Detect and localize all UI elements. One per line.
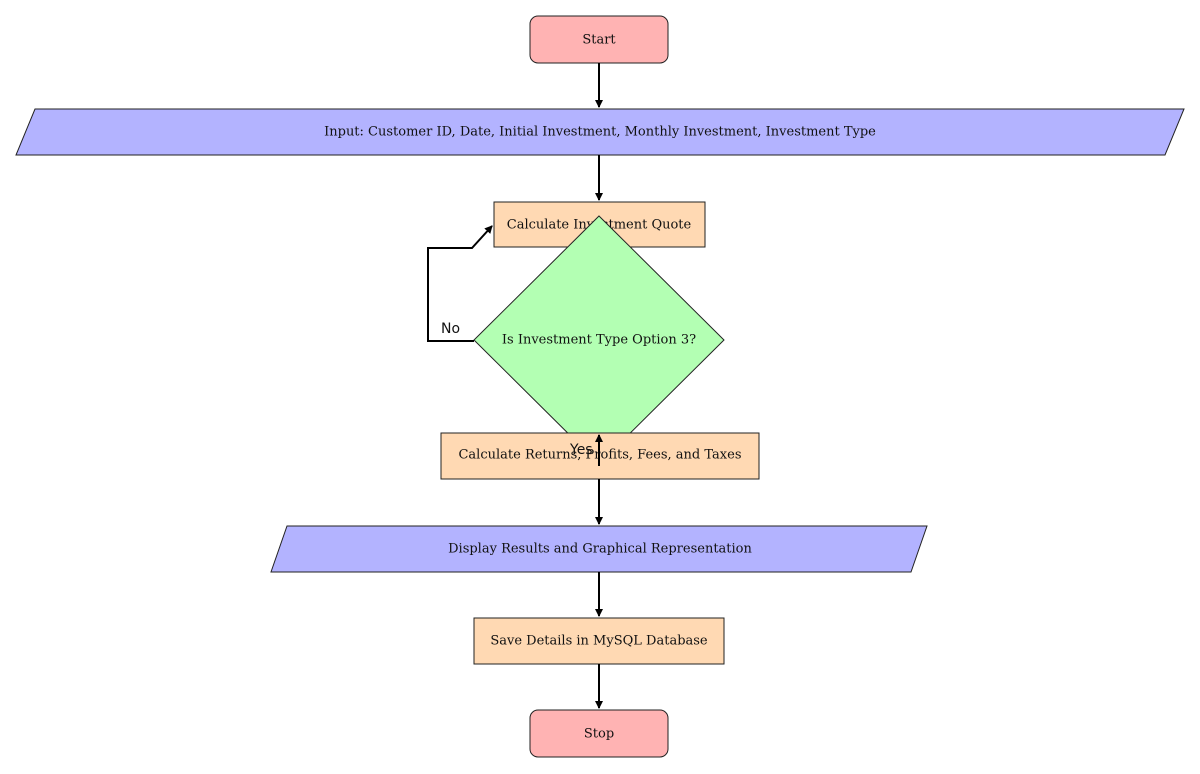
- display-node: Display Results and Graphical Representa…: [270, 525, 928, 573]
- stop-node: Stop: [529, 709, 669, 758]
- no-label: No: [441, 321, 460, 337]
- decision-label: Is Investment Type Option 3?: [502, 333, 696, 348]
- input-label: Input: Customer ID, Date, Initial Invest…: [324, 125, 876, 140]
- save-shape: [473, 617, 725, 665]
- display-shape: [270, 525, 928, 573]
- save-node: Save Details in MySQL Database: [473, 617, 725, 665]
- decision-node: Is Investment Type Option 3?: [473, 215, 725, 465]
- edge-no-loop: [427, 225, 493, 342]
- start-node: Start: [529, 15, 669, 64]
- start-label: Start: [582, 33, 616, 48]
- calc-quote-node: Calculate Investment Quote: [493, 201, 706, 248]
- stop-shape: [529, 709, 669, 758]
- input-shape: [15, 108, 1185, 156]
- input-node: Input: Customer ID, Date, Initial Invest…: [15, 108, 1185, 156]
- stop-label: Stop: [584, 727, 614, 742]
- display-label: Display Results and Graphical Representa…: [448, 542, 752, 557]
- yes-label: Yes: [569, 442, 593, 458]
- save-label: Save Details in MySQL Database: [490, 634, 708, 649]
